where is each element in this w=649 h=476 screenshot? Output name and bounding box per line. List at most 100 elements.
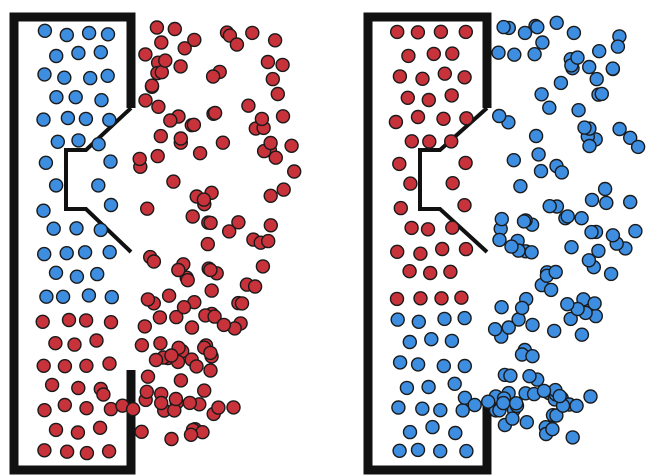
particle-outside [127,403,140,416]
particle-inside-upper [70,270,83,283]
particle-inside-upper [94,223,107,236]
particle-inside-lower [394,356,407,369]
particle-inside-lower [37,359,50,372]
particle-outside [204,216,217,229]
particle-inside-upper [91,268,104,281]
particle-inside-upper [102,28,115,41]
particle-inside-upper [422,94,435,107]
particle-outside [277,110,290,123]
left-particle-group [36,21,301,460]
particle-outside [525,246,538,259]
particle-inside-upper [446,221,459,234]
particle-inside-upper [72,47,85,60]
particle-outside [565,241,578,254]
particle-outside [269,34,282,47]
left-container-wall [14,17,131,470]
particle-outside [507,154,520,167]
particle-outside [204,264,217,277]
particle-outside [510,397,523,410]
particle-outside [141,202,154,215]
particle-inside-upper [446,47,459,60]
particle-outside [549,266,562,279]
particle-outside [204,346,217,359]
particle-outside [194,147,207,160]
particle-inside-upper [437,112,450,125]
particle-inside-upper [103,114,116,127]
particle-outside [139,94,152,107]
particle-outside [152,100,165,113]
particle-inside-lower [412,315,425,328]
particle-outside [140,385,153,398]
particle-outside [174,60,187,73]
particle-inside-lower [458,312,471,325]
particle-inside-upper [394,202,407,215]
particle-outside [482,395,495,408]
right-panel [368,16,645,470]
particle-outside [198,384,211,397]
particle-inside-lower [68,338,81,351]
particle-inside-upper [39,156,52,169]
particle-outside [605,267,618,280]
particle-inside-upper [444,265,457,278]
particle-inside-upper [50,266,63,279]
particle-outside [246,26,259,39]
particle-inside-upper [405,221,418,234]
particle-inside-upper [427,47,440,60]
particle-outside [154,337,167,350]
particle-inside-upper [72,134,85,147]
particle-inside-lower [103,357,116,370]
particle-inside-lower [412,443,425,456]
particle-outside [155,397,168,410]
particle-inside-upper [83,27,96,40]
particle-inside-upper [393,70,406,83]
particle-inside-upper [438,67,451,80]
particle-outside [197,193,210,206]
particle-inside-upper [445,135,458,148]
particle-outside [516,301,529,314]
particle-inside-upper [38,24,51,37]
particle-outside [495,301,508,314]
particle-inside-upper [79,246,92,259]
particle-inside-upper [105,199,118,212]
particle-inside-upper [436,243,449,256]
particle-inside-lower [425,333,438,346]
particle-inside-upper [412,111,425,124]
particle-inside-upper [37,204,50,217]
particle-inside-upper [423,135,436,148]
particle-inside-upper [403,265,416,278]
particle-outside [276,58,289,71]
particle-outside [566,431,579,444]
particle-outside [536,36,549,49]
particle-inside-upper [422,223,435,236]
particle-outside [497,397,510,410]
particle-inside-upper [460,243,473,256]
particle-inside-lower [71,426,84,439]
particle-outside [217,318,230,331]
particle-inside-lower [437,360,450,373]
particle-outside [181,274,194,287]
particle-inside-upper [47,222,60,235]
particle-outside [526,318,539,331]
particle-inside-upper [459,156,472,169]
particle-outside [178,301,191,314]
particle-inside-upper [105,291,118,304]
particle-outside [545,283,558,296]
particle-outside [531,21,544,34]
particle-inside-lower [80,447,93,460]
particle-inside-upper [424,267,437,280]
particle-inside-lower [448,377,461,390]
particle-outside [600,196,613,209]
particle-outside [190,360,203,373]
particle-outside [236,297,249,310]
particle-inside-lower [458,360,471,373]
particle-outside [277,183,290,196]
particle-inside-upper [416,72,429,85]
particle-inside-lower [460,445,473,458]
particle-outside [205,284,218,297]
particle-inside-lower [61,445,74,458]
particle-outside [264,219,277,232]
particle-outside [571,51,584,64]
particle-outside [599,183,612,196]
particle-outside [163,289,176,302]
particle-outside [606,229,619,242]
